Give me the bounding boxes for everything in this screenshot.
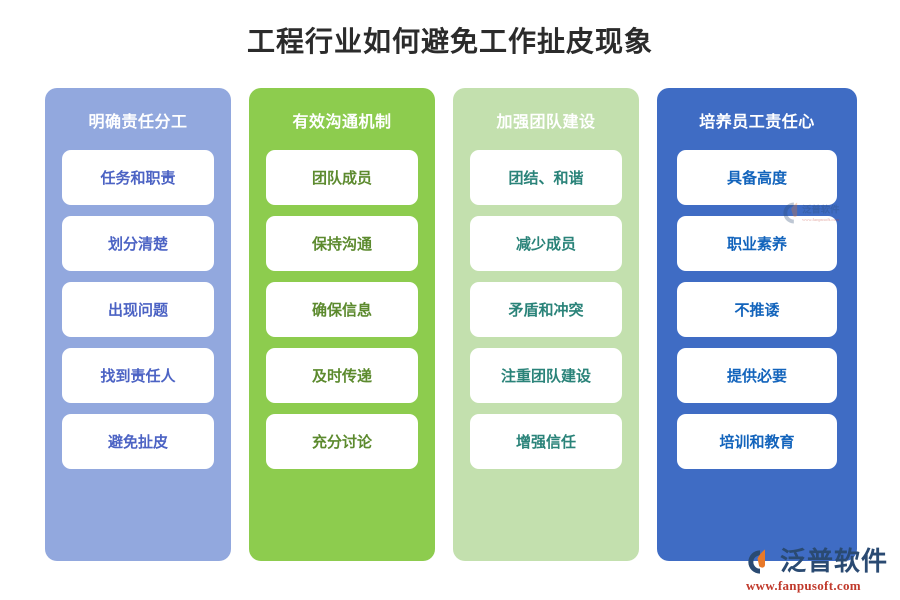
column-3-header: 加强团队建设 [496,112,596,131]
card[interactable]: 不推诿 [677,282,837,337]
card[interactable]: 划分清楚 [62,216,214,271]
card[interactable]: 找到责任人 [62,348,214,403]
card[interactable]: 及时传递 [266,348,418,403]
column-3-cards: 团结、和谐 减少成员 矛盾和冲突 注重团队建设 增强信任 [453,150,639,483]
card[interactable]: 充分讨论 [266,414,418,469]
card[interactable]: 注重团队建设 [470,348,622,403]
card[interactable]: 确保信息 [266,282,418,337]
column-2-cards: 团队成员 保持沟通 确保信息 及时传递 充分讨论 [249,150,435,483]
card[interactable]: 提供必要 [677,348,837,403]
brand-logo: 泛普软件 www.fanpusoft.com [743,547,888,592]
column-2: 有效沟通机制 团队成员 保持沟通 确保信息 及时传递 充分讨论 [249,88,435,561]
column-1: 明确责任分工 任务和职责 划分清楚 出现问题 找到责任人 避免扯皮 [45,88,231,561]
column-1-header: 明确责任分工 [88,112,188,131]
card[interactable]: 团结、和谐 [470,150,622,205]
card[interactable]: 出现问题 [62,282,214,337]
card[interactable]: 培训和教育 [677,414,837,469]
columns-container: 明确责任分工 任务和职责 划分清楚 出现问题 找到责任人 避免扯皮 有效沟通机制… [45,88,857,561]
brand-logo-url: www.fanpusoft.com [745,578,861,593]
card[interactable]: 减少成员 [470,216,622,271]
brand-logo-text: 泛普软件 [779,547,888,577]
card[interactable]: 任务和职责 [62,150,214,205]
column-4-header: 培养员工责任心 [699,112,815,131]
column-2-header: 有效沟通机制 [292,112,392,131]
column-3: 加强团队建设 团结、和谐 减少成员 矛盾和冲突 注重团队建设 增强信任 [453,88,639,561]
column-4: 培养员工责任心 具备高度 职业素养 不推诿 提供必要 培训和教育 泛普软件 ww… [657,88,857,561]
card[interactable]: 职业素养 [677,216,837,271]
page-title: 工程行业如何避免工作扯皮现象 [246,25,653,58]
card[interactable]: 避免扯皮 [62,414,214,469]
brand-logo-row: 泛普软件 [743,547,888,577]
card[interactable]: 具备高度 [677,150,837,205]
card[interactable]: 增强信任 [470,414,622,469]
card[interactable]: 保持沟通 [266,216,418,271]
column-4-cards: 具备高度 职业素养 不推诿 提供必要 培训和教育 [657,150,857,483]
column-1-cards: 任务和职责 划分清楚 出现问题 找到责任人 避免扯皮 [45,150,231,483]
card[interactable]: 矛盾和冲突 [470,282,622,337]
fanpu-logo-icon [748,549,765,574]
card[interactable]: 团队成员 [266,150,418,205]
